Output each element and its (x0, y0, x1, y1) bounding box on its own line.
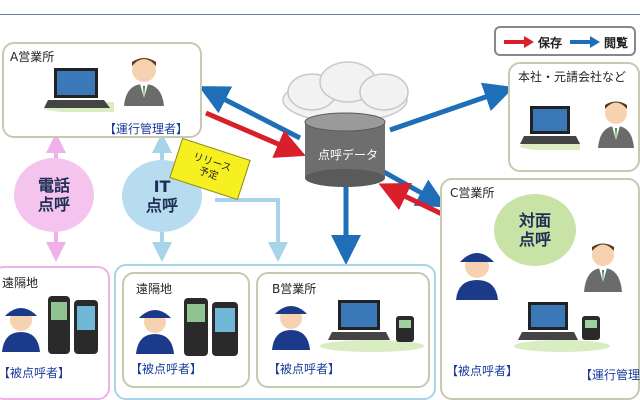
a-office-title: A営業所 (10, 50, 55, 64)
hq-box: 本社・元請会社など (508, 62, 640, 172)
driver-person-icon (136, 310, 174, 354)
arrow-store-c (378, 182, 446, 218)
a-office-box: A営業所 【運行管理者】 (2, 42, 202, 138)
b-office-role: 【被点呼者】 (268, 362, 341, 376)
hq-title: 本社・元請会社など (518, 70, 627, 84)
it-group-box (114, 264, 436, 400)
remote1-title: 遠隔地 (2, 276, 39, 290)
c-office-title: C営業所 (450, 186, 495, 200)
arrow-view-hq (389, 82, 515, 133)
breathalyzer-device-icon (184, 298, 238, 356)
it-method-line1: IT (153, 177, 171, 196)
face-method-line2: 点呼 (518, 230, 551, 249)
driver-person-icon (2, 308, 40, 352)
a-office-role: 【運行管理者】 (104, 122, 189, 136)
driver-person-icon (456, 253, 498, 300)
database-label: 点呼データ (318, 148, 379, 162)
c-office-box: C営業所 対面 点呼 【被点呼者】 【運行管理者】 (440, 178, 640, 400)
arrow-store-a (205, 110, 306, 158)
remote1-role: 【被点呼者】 (0, 366, 71, 380)
manager-person-icon (584, 243, 622, 292)
manager-person-icon (598, 101, 634, 148)
b-office-title: B営業所 (272, 282, 317, 296)
store-arrow-icon (504, 36, 534, 48)
c-office-role-left: 【被点呼者】 (446, 364, 519, 378)
arrow-it-b (215, 198, 288, 262)
laptop-breathalyzer-icon (514, 302, 610, 352)
legend-view-label: 閲覧 (604, 36, 629, 50)
top-rule (0, 14, 640, 15)
face-method-line1: 対面 (518, 211, 551, 230)
phone-method-line1: 電話 (37, 176, 70, 195)
remote2-role: 【被点呼者】 (130, 362, 203, 376)
remote2-box: 遠隔地 【被点呼者】 (122, 272, 250, 388)
remote2-title: 遠隔地 (136, 282, 173, 296)
c-office-role-right: 【運行管理者】 (580, 368, 640, 382)
arrow-view-a (198, 86, 302, 141)
phone-method-circle: 電話 点呼 (14, 158, 94, 232)
laptop-icon (520, 106, 580, 150)
legend: 保存 閲覧 (494, 26, 636, 56)
remote1-box: 遠隔地 【被点呼者】 (0, 266, 110, 400)
laptop-icon (44, 68, 114, 112)
driver-person-icon (272, 306, 310, 350)
view-arrow-icon (570, 36, 600, 48)
it-method-line2: 点呼 (145, 196, 178, 215)
b-office-box: B営業所 【被点呼者】 (256, 272, 430, 388)
phone-method-line2: 点呼 (37, 195, 70, 214)
manager-person-icon (124, 58, 164, 106)
laptop-breathalyzer-icon (320, 300, 424, 352)
face-method-circle: 対面 点呼 (494, 194, 576, 266)
legend-store-label: 保存 (538, 36, 563, 50)
breathalyzer-device-icon (48, 296, 98, 354)
